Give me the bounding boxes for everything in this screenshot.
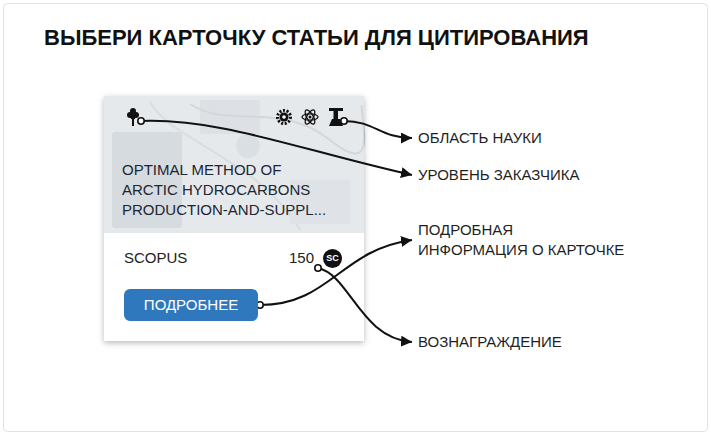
- atom-icon: [302, 108, 318, 125]
- gear-hole: [282, 115, 286, 119]
- reward-amount: 150: [289, 248, 314, 268]
- article-title: OPTIMAL METHOD OF ARCTIC HYDROCARBONS PR…: [122, 160, 334, 220]
- photo-ground: [104, 96, 364, 233]
- callout-label: ВОЗНАГРАЖДЕНИЕ: [418, 332, 562, 352]
- leader-line: [141, 121, 412, 175]
- atom-orbit: [302, 114, 318, 120]
- gear-teeth: [278, 111, 291, 124]
- photo-part: [236, 134, 260, 158]
- gear-body: [280, 113, 289, 122]
- card-ground: [104, 96, 364, 341]
- flask-top: [329, 108, 343, 111]
- database-name: SCOPUS: [124, 248, 187, 268]
- leader-line: [344, 121, 412, 138]
- tree-icon: [127, 108, 139, 126]
- leader-line: [318, 268, 412, 342]
- callout-label: УРОВЕНЬ ЗАКАЗЧИКА: [418, 165, 580, 185]
- tree-trunk: [132, 118, 134, 126]
- article-card: OPTIMAL METHOD OF ARCTIC HYDROCARBONS PR…: [104, 96, 364, 341]
- leader-line: [260, 240, 412, 305]
- leader-dot: [138, 118, 144, 124]
- coin-symbol: SC: [323, 249, 342, 268]
- photo-wire: [190, 104, 364, 154]
- leader-lines: [141, 121, 412, 342]
- atom-orbit: [303, 108, 317, 125]
- card-photo: [104, 96, 364, 233]
- leader-dot: [257, 302, 263, 308]
- gear-icon: [278, 111, 291, 124]
- leader-dots: [138, 118, 347, 308]
- callout-label: ОБЛАСТЬ НАУКИ: [418, 128, 542, 148]
- flask-neck: [334, 111, 339, 119]
- atom-nucleus: [309, 116, 312, 119]
- callout-label: ПОДРОБНАЯ ИНФОРМАЦИЯ О КАРТОЧКЕ: [418, 220, 626, 260]
- page-title: ВЫБЕРИ КАРТОЧКУ СТАТЬИ ДЛЯ ЦИТИРОВАНИЯ: [44, 24, 589, 52]
- leader-dot: [341, 118, 347, 124]
- button-label: ПОДРОБНЕЕ: [124, 289, 258, 321]
- page-frame: [4, 4, 708, 432]
- icons: [127, 108, 343, 126]
- leader-dot: [315, 265, 321, 271]
- tree-leaf: [130, 108, 136, 114]
- atom-orbit: [303, 108, 317, 125]
- details-button: ПОДРОБНЕЕ: [124, 289, 258, 321]
- coin-badge: SC: [323, 249, 342, 268]
